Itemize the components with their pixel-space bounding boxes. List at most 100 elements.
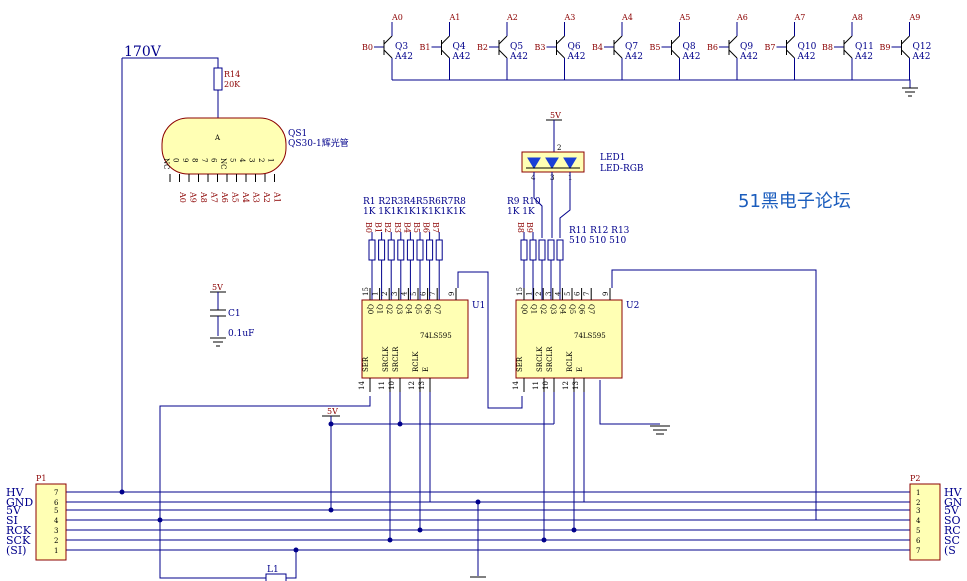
led-pin-2: 2 — [557, 144, 561, 152]
transistor-ref: Q8 — [683, 42, 696, 52]
transistor-ref: Q3 — [395, 42, 408, 52]
p2-signal-label: 5V — [944, 504, 960, 517]
p2-pin-number: 1 — [916, 489, 920, 497]
chip-out-label: Q3 — [549, 304, 557, 314]
chip-out-pin: 6 — [574, 291, 582, 296]
rbank1-net-label: B7 — [431, 222, 440, 233]
chip-out-label: Q0 — [520, 304, 528, 314]
rbank2-resistor — [547, 239, 555, 261]
chip-in-label: E — [576, 367, 584, 372]
chip-ref: U1 — [472, 301, 485, 311]
p1-signal-label: GND — [6, 496, 33, 509]
tube-pin-label: 3 — [248, 158, 256, 162]
r-bank1-refs: R1 R2R3R4R5R6R7R8 — [363, 197, 466, 207]
chip-in-pin: 14 — [358, 381, 366, 390]
r-bank3-values: 510 510 510 — [569, 236, 627, 246]
chip-out-label: Q6 — [578, 304, 586, 315]
chip-in-label: SRCLR — [392, 346, 400, 372]
transistor-ref: Q10 — [798, 42, 817, 52]
p1-pin-number: 4 — [54, 517, 59, 525]
chip-out-label: Q4 — [558, 304, 566, 315]
p1-pin-number: 1 — [54, 547, 58, 555]
tube-net-label: A9 — [189, 191, 198, 203]
chip-q7s-pin: 9 — [448, 292, 456, 296]
tube-net-label: A2 — [262, 191, 271, 203]
led-ref: LED1 — [600, 153, 626, 163]
chip-in-label: SER — [362, 356, 370, 372]
tube-net-label: A5 — [231, 191, 240, 203]
p1-pin-number: 6 — [54, 499, 59, 507]
chip-ref: U2 — [626, 301, 639, 311]
transistor-ref: Q9 — [740, 42, 753, 52]
transistor-base-net: B2 — [477, 43, 488, 52]
p2-pin-number: 2 — [916, 499, 920, 507]
transistor-part: A42 — [854, 52, 873, 62]
chip-out-label: Q4 — [404, 304, 412, 315]
rbank1-net-label: B2 — [383, 222, 392, 233]
tube-pin-label: 5 — [229, 158, 237, 162]
chip-in-pin: 14 — [512, 381, 520, 390]
chip-out-pin: 5 — [410, 292, 418, 296]
rbank1-net-label: B0 — [364, 222, 373, 233]
transistor-collector-net: A0 — [391, 13, 403, 22]
p2-signal-label: HV — [944, 486, 963, 499]
transistor-collector-net: A2 — [506, 13, 518, 22]
tube-net-label: A6 — [220, 191, 229, 203]
tube-net-label: A4 — [241, 191, 250, 203]
rbank2-net-label: B9 — [525, 222, 534, 233]
transistor-collector-net: A9 — [909, 13, 921, 22]
rbank1-net-label: B3 — [393, 222, 402, 233]
chip-out-pin: 4 — [554, 291, 562, 296]
chip-in-pin: 10 — [388, 381, 396, 390]
chip-out-pin: 1 — [526, 292, 534, 296]
rbank1-resistor — [397, 239, 405, 261]
chip-in-pin: 10 — [542, 381, 550, 390]
chip-out-label: Q2 — [539, 304, 547, 314]
rbank1-resistor — [368, 239, 376, 261]
transistor-collector-net: A5 — [679, 13, 691, 22]
transistor-part: A42 — [624, 52, 643, 62]
p1-pin-number: 7 — [54, 489, 58, 497]
tube-pin-label: NC — [162, 158, 170, 169]
chip-in-pin: 12 — [562, 381, 570, 390]
tube-pin-label: 4 — [238, 158, 246, 163]
p2-pin-number: 4 — [916, 517, 921, 525]
chip-out-label: Q1 — [376, 304, 384, 314]
rbank1-resistor — [378, 239, 386, 261]
transistor-part: A42 — [509, 52, 528, 62]
chip-out-pin: 15 — [516, 287, 524, 296]
p2-ref: P2 — [910, 474, 920, 483]
p1-signal-label: SCK — [6, 534, 31, 547]
tube-pin-label: 2 — [257, 158, 265, 162]
chip-out-pin: 7 — [583, 292, 591, 296]
tube-pin-label: 9 — [181, 158, 189, 162]
rbank1-resistor — [387, 239, 395, 261]
p1-signal-label: (SI) — [6, 544, 26, 557]
p1-pin-number: 5 — [54, 507, 58, 515]
transistor-part: A42 — [682, 52, 701, 62]
rbank2-resistor — [556, 239, 564, 261]
brand-watermark: 51黑电子论坛 — [738, 191, 851, 212]
transistor-part: A42 — [567, 52, 586, 62]
r-bank2-values: 1K 1K — [507, 207, 535, 217]
chip-in-label: E — [422, 367, 430, 372]
transistor-collector-net: A4 — [621, 13, 633, 22]
transistor-collector-net: A1 — [449, 13, 461, 22]
transistor-base-net: B8 — [822, 43, 833, 52]
p1-signal-label: RCK — [6, 524, 32, 537]
tube-pin-label: NC — [219, 158, 227, 169]
chip-out-pin: 2 — [381, 292, 389, 296]
transistor-collector-net: A7 — [794, 13, 806, 22]
chip-out-label: Q7 — [433, 304, 441, 314]
c1-supply: 5V — [212, 283, 223, 292]
transistor-part: A42 — [394, 52, 413, 62]
supply-5v-label: 5V — [327, 407, 338, 416]
transistor-part: A42 — [739, 52, 758, 62]
qs1-ref: QS1 — [288, 129, 307, 139]
tube-pin-label: 8 — [191, 158, 199, 162]
